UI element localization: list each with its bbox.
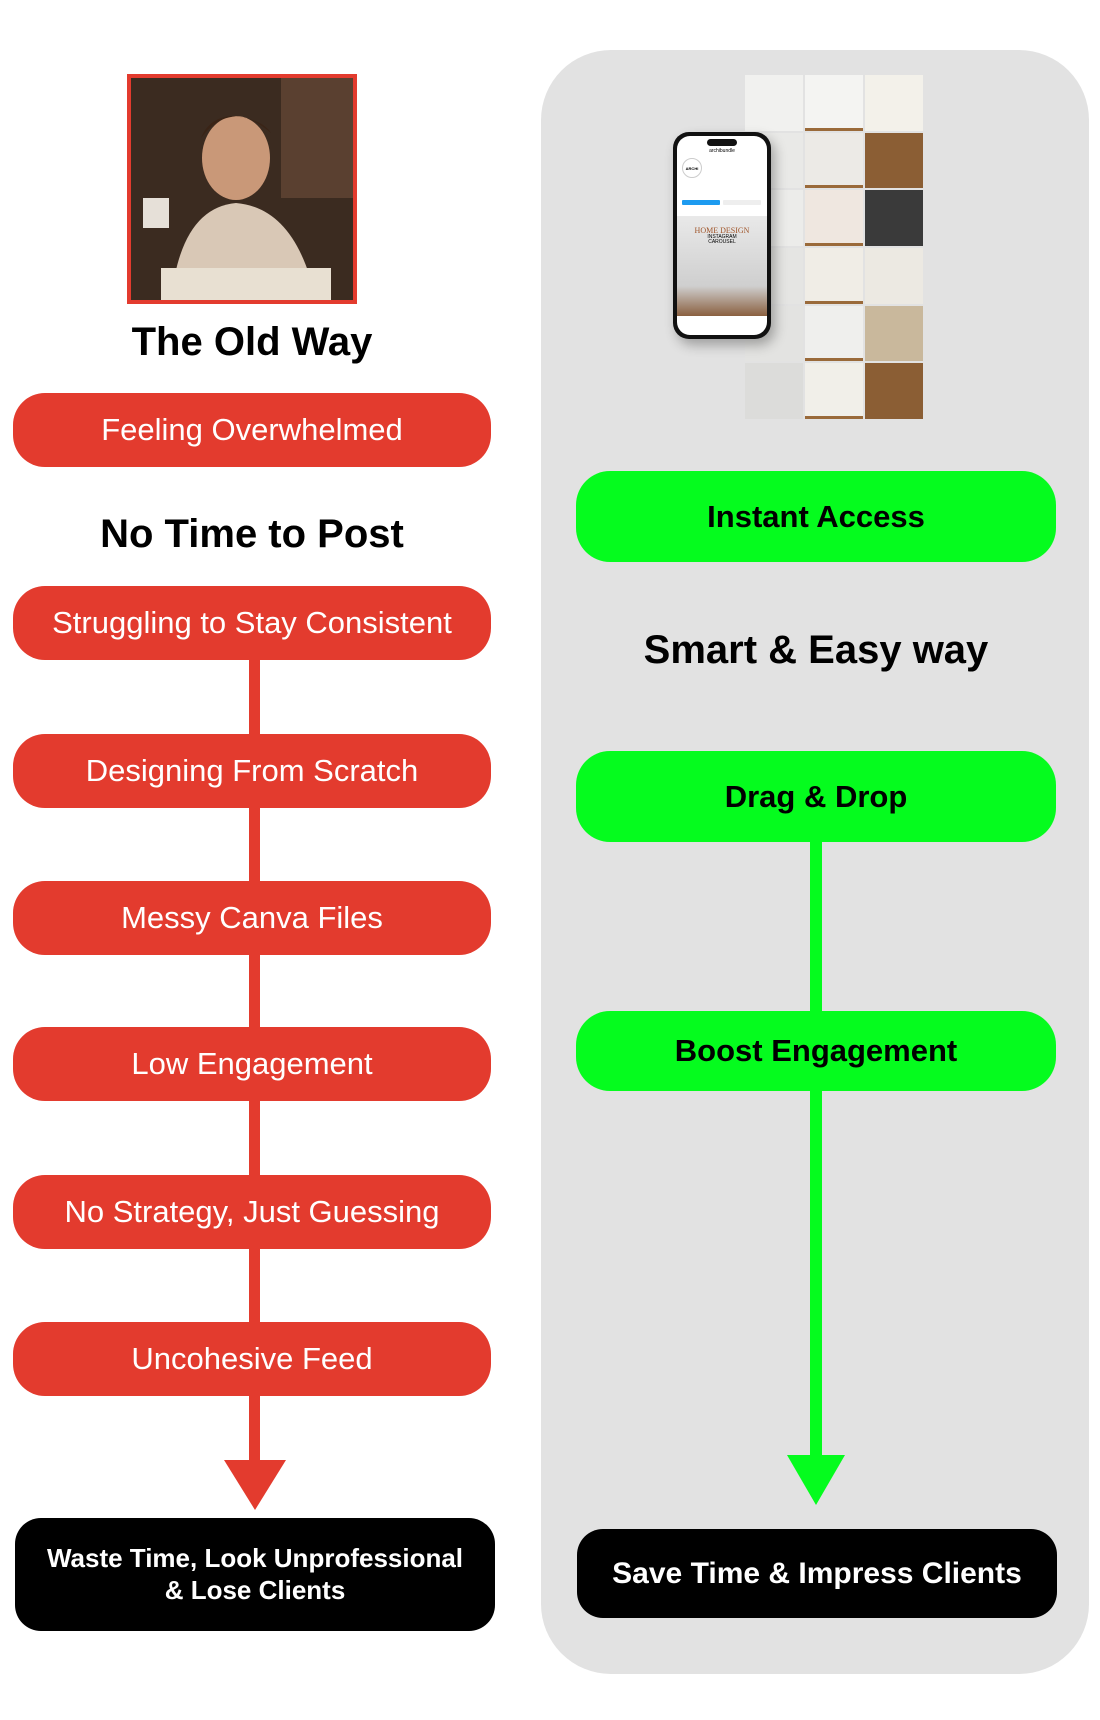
new-way-connector-line <box>810 840 822 1460</box>
old-way-first-item: Feeling Overwhelmed <box>13 393 491 467</box>
new-way-subtitle: Smart & Easy way <box>643 628 989 672</box>
instagram-carousel-mockup: archibundle ARCHI HOME DESIGN INSTAGRAM … <box>673 75 923 419</box>
old-way-result-line: & Lose Clients <box>164 1574 346 1605</box>
mockup-handle: archibundle <box>709 148 735 154</box>
new-way-step: Drag & Drop <box>576 751 1056 842</box>
new-way-step: Boost Engagement <box>576 1011 1056 1091</box>
new-way-arrow-icon <box>787 1455 845 1505</box>
old-way-step: Designing From Scratch <box>13 734 491 808</box>
mockup-carousel-subtitle: INSTAGRAM CAROUSEL <box>707 234 737 245</box>
new-way-first-item: Instant Access <box>576 471 1056 562</box>
old-way-subtitle: No Time to Post <box>100 512 404 556</box>
overwhelmed-man-photo <box>127 74 357 304</box>
mockup-profile-name: ARCHI <box>682 158 702 178</box>
carousel-grid <box>745 75 923 419</box>
phone: archibundle ARCHI HOME DESIGN INSTAGRAM … <box>673 132 771 339</box>
old-way-result-line: Waste Time, Look Unprofessional <box>46 1543 464 1574</box>
old-way-step: Low Engagement <box>13 1027 491 1101</box>
old-way-result: Waste Time, Look Unprofessional & Lose C… <box>15 1518 495 1631</box>
old-way-title: The Old Way <box>131 320 373 364</box>
old-way-step: Struggling to Stay Consistent <box>13 586 491 660</box>
old-way-arrow-icon <box>224 1460 286 1510</box>
mockup-carousel-title: HOME DESIGN <box>694 226 750 235</box>
old-way-step: Messy Canva Files <box>13 881 491 955</box>
new-way-result: Save Time & Impress Clients <box>577 1529 1057 1618</box>
old-way-step: Uncohesive Feed <box>13 1322 491 1396</box>
old-way-step: No Strategy, Just Guessing <box>13 1175 491 1249</box>
